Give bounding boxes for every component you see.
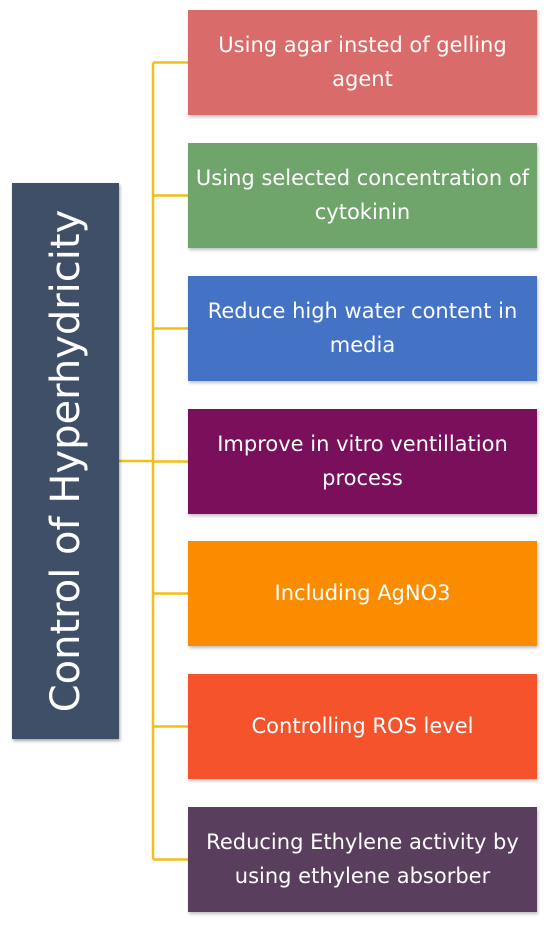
item-node-agno3: Including AgNO3 (188, 541, 537, 646)
item-node-agar: Using agar insted of gelling agent (188, 10, 537, 115)
item-node-ros: Controlling ROS level (188, 674, 537, 779)
item-node-ventilation: Improve in vitro ventillation process (188, 409, 537, 514)
item-node-water-content: Reduce high water content in media (188, 276, 537, 381)
item-node-ethylene: Reducing Ethylene activity by using ethy… (188, 807, 537, 912)
root-node: Control of Hyperhydricity (12, 183, 119, 739)
root-label: Control of Hyperhydricity (42, 209, 89, 713)
item-node-cytokinin: Using selected concentration of cytokini… (188, 143, 537, 248)
